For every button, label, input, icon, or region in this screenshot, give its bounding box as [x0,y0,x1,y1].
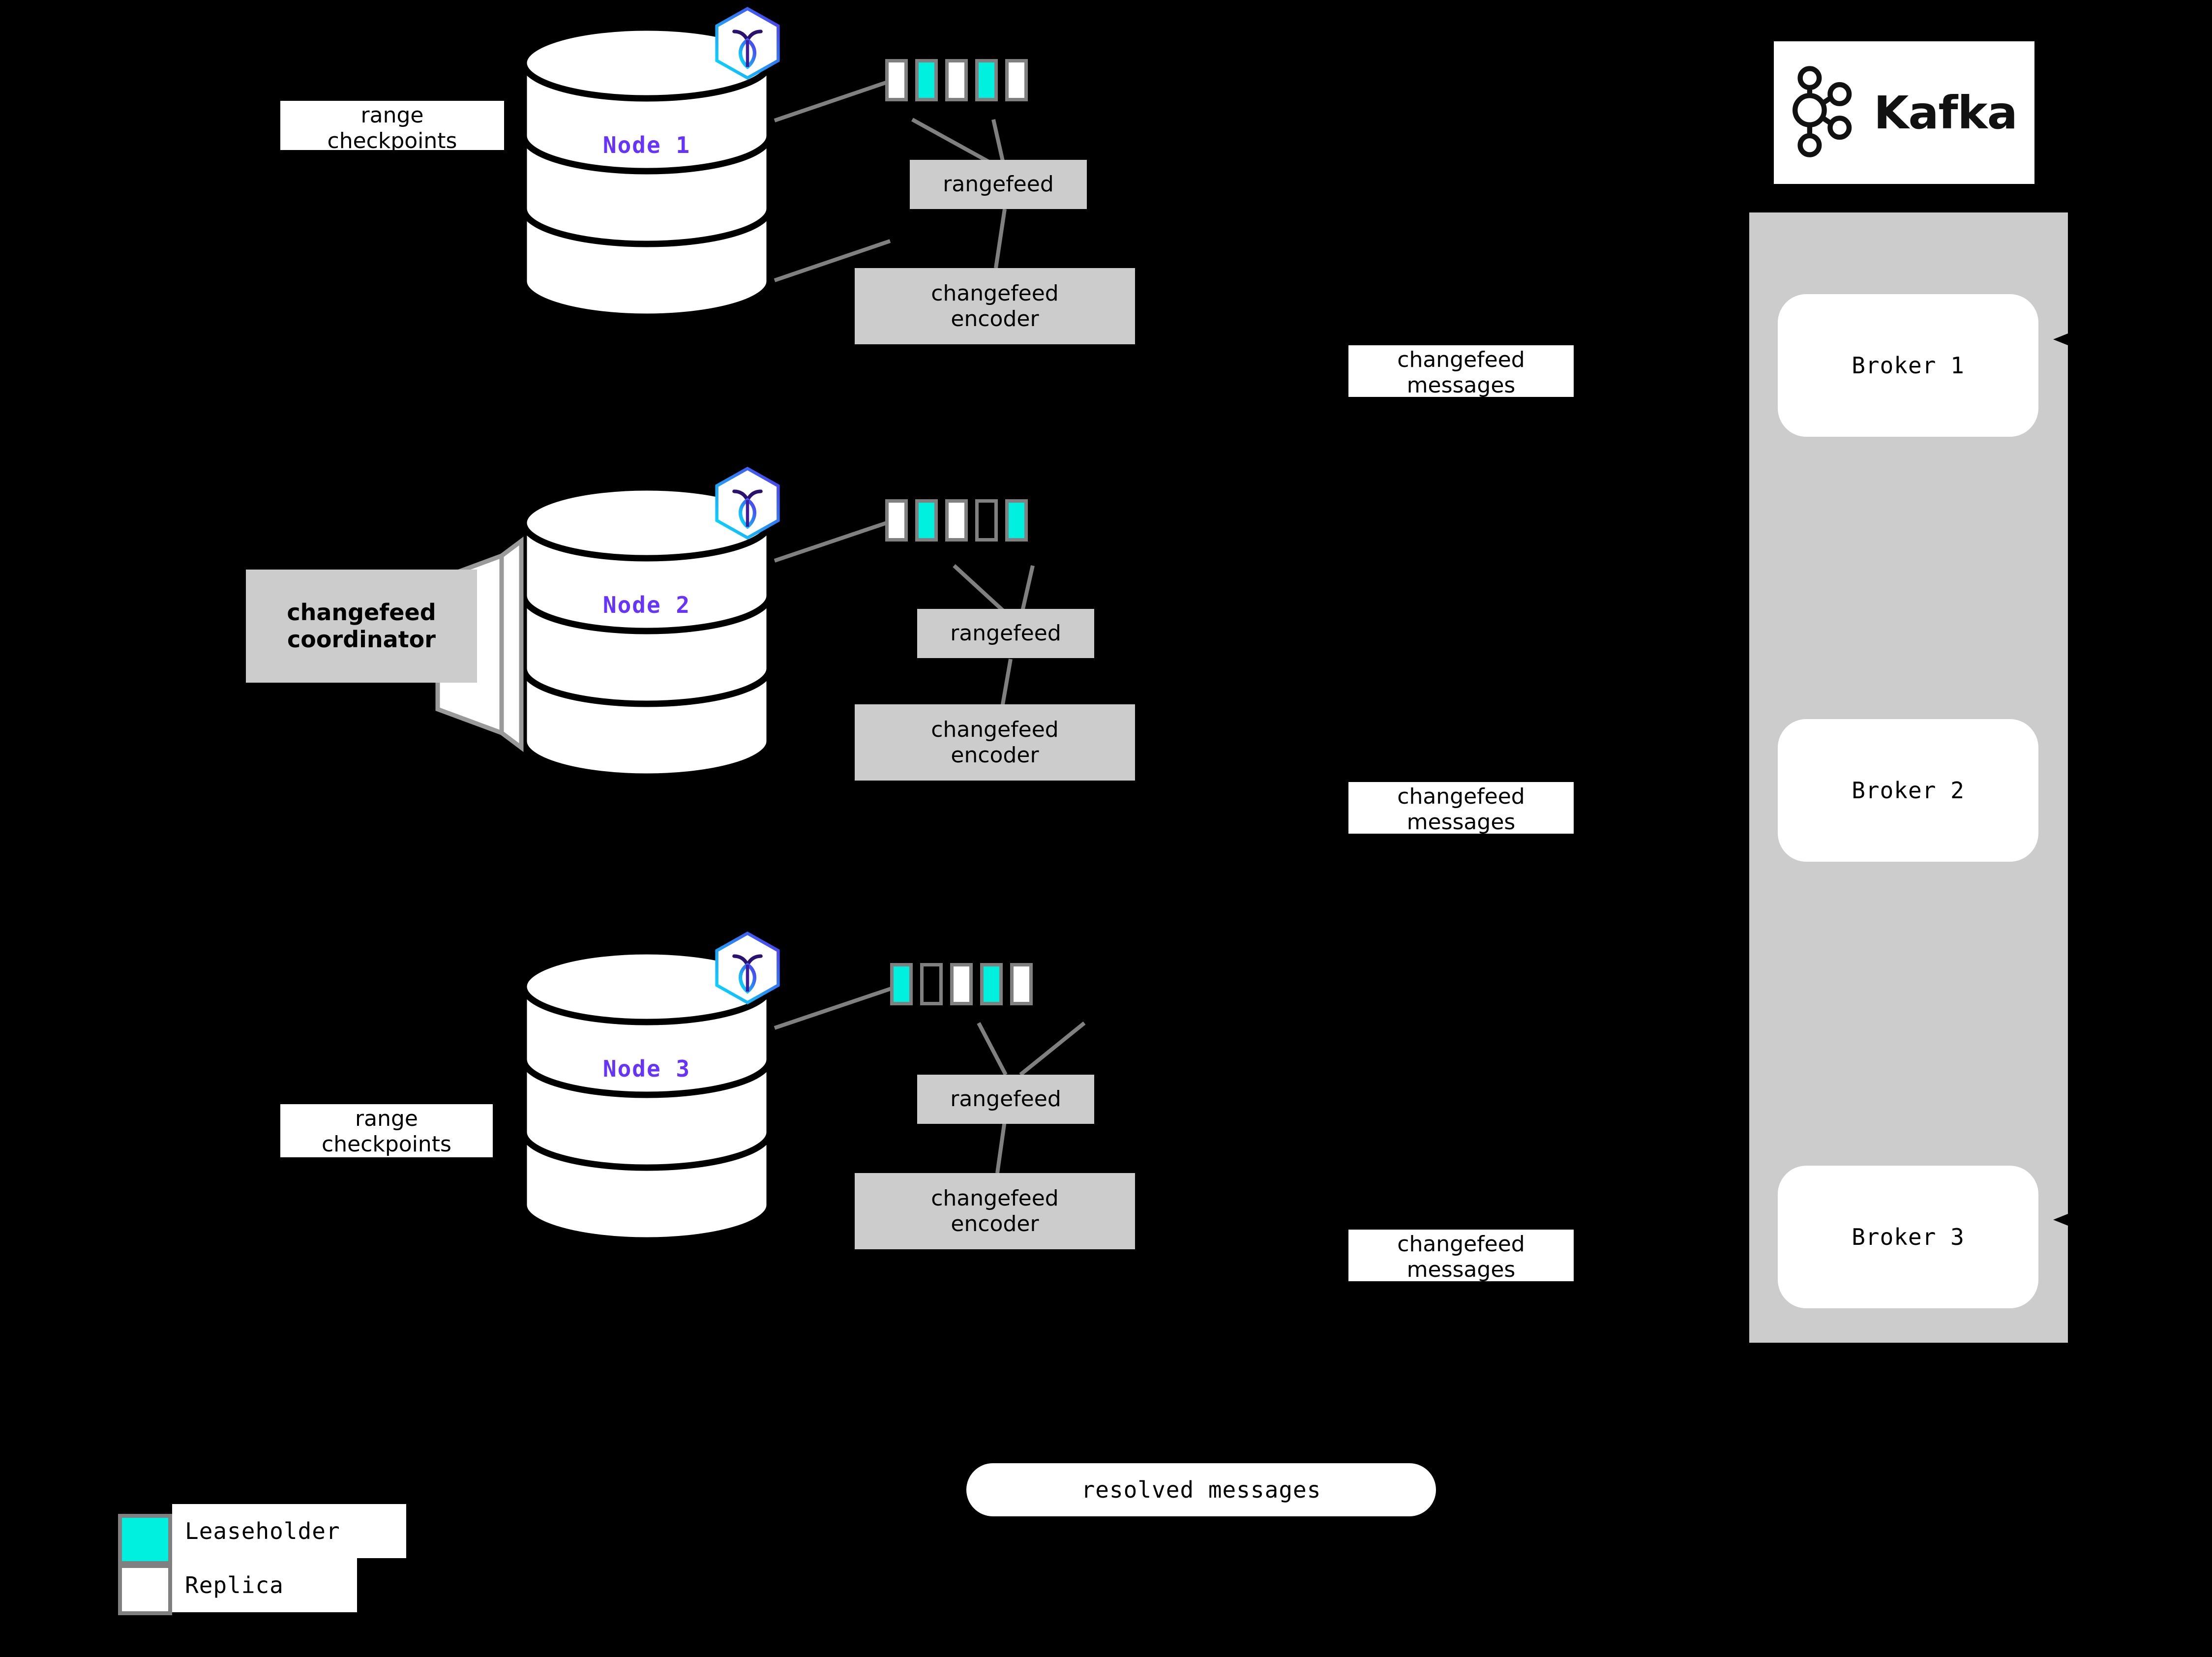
database-cylinder-icon [520,25,773,320]
node-2-rangefeed-label: rangefeed [950,621,1061,646]
range-leaseholder [915,59,938,101]
node-2-changefeed-messages-label: changefeed messages [1348,782,1574,834]
range-leaseholder [1005,499,1028,542]
changefeed-coordinator-box: changefeed coordinator [246,570,477,683]
incoming-arrow-icon [2053,1212,2073,1228]
cockroachdb-hexagon-icon [708,4,787,83]
database-cylinder-icon [520,484,773,780]
kafka-network-icon [1791,65,1865,160]
range-leaseholder [975,59,998,101]
node-3-changefeed-messages-label: changefeed messages [1348,1230,1574,1281]
node-3-rangefeed-label: rangefeed [950,1086,1061,1112]
range-replica [945,59,968,101]
broker-1-box[interactable]: Broker 1 [1778,294,2038,437]
node-1-changefeed-encoder-label: changefeed encoder [931,280,1059,331]
node-3-range-row [890,963,1033,1005]
legend-text-leaseholder: Leaseholder [185,1518,340,1544]
legend-label-replica: Replica [172,1558,357,1612]
node-3-changefeed-encoder-box: changefeed encoder [855,1173,1135,1249]
broker-2-box[interactable]: Broker 2 [1778,719,2038,862]
range-replica [1010,963,1033,1005]
changefeed-coordinator-label: changefeed coordinator [287,599,436,653]
node-1-range-checkpoints-text: range checkpoints [327,103,457,150]
legend-text-replica: Replica [185,1572,284,1598]
range-replica [1005,59,1028,101]
kafka-logo: Kafka [1774,41,2034,184]
node-3-changefeed-encoder-label: changefeed encoder [931,1185,1059,1236]
range-leaseholder [980,963,1003,1005]
node-3-rangefeed-box: rangefeed [917,1075,1094,1124]
node-2-changefeed-encoder-label: changefeed encoder [931,717,1059,768]
range-replica [950,963,973,1005]
range-replica [945,499,968,542]
range-empty [920,963,943,1005]
node-2-cylinder: Node 2 [519,484,775,780]
cockroachdb-hexagon-icon [708,929,787,1007]
range-replica [885,499,908,542]
resolved-messages-pill: resolved messages [966,1463,1436,1516]
range-replica [885,59,908,101]
node-1-rangefeed-box: rangefeed [910,160,1087,209]
broker-3-label: Broker 3 [1852,1224,1965,1250]
node-3-changefeed-messages-text: changefeed messages [1397,1232,1525,1281]
range-empty [975,499,998,542]
cockroachdb-hexagon-icon [708,464,787,542]
database-cylinder-icon [520,948,773,1243]
node-2-rangefeed-box: rangefeed [917,609,1094,658]
broker-2-label: Broker 2 [1852,777,1965,804]
legend-swatch-replica [118,1564,172,1615]
node-2-changefeed-messages-text: changefeed messages [1397,784,1525,834]
node-1-cylinder: Node 1 [519,25,775,320]
node-1-changefeed-messages-label: changefeed messages [1348,345,1574,397]
node-2-changefeed-encoder-box: changefeed encoder [855,704,1135,781]
resolved-messages-label: resolved messages [1081,1476,1321,1503]
legend-label-leaseholder: Leaseholder [172,1504,406,1558]
node-2-range-row [885,499,1028,542]
node-1-range-checkpoints-label: range checkpoints [280,101,504,150]
changefeed-coordinator-callout: changefeed coordinator [246,536,541,753]
incoming-arrow-icon [2053,331,2073,347]
node-3-range-checkpoints-text: range checkpoints [322,1106,451,1157]
node-3-range-checkpoints-label: range checkpoints [280,1104,493,1157]
kafka-wordmark: Kafka [1874,86,2018,139]
broker-3-box[interactable]: Broker 3 [1778,1166,2038,1308]
node-1-rangefeed-label: rangefeed [943,172,1054,197]
node-1-changefeed-encoder-box: changefeed encoder [855,268,1135,344]
broker-1-label: Broker 1 [1852,352,1965,379]
node-1-range-row [885,59,1028,101]
range-leaseholder [915,499,938,542]
node-1-changefeed-messages-text: changefeed messages [1397,347,1525,397]
legend-swatch-leaseholder [118,1514,172,1565]
range-leaseholder [890,963,913,1005]
